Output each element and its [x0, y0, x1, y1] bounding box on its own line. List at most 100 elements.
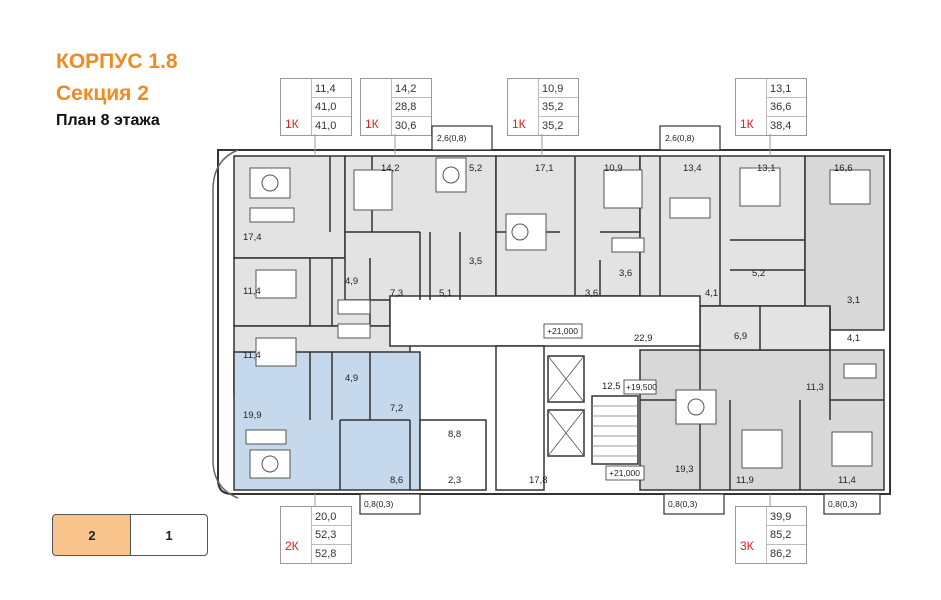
divider — [766, 79, 767, 135]
apt-type: 1К — [512, 117, 526, 131]
apt-value: 85,2 — [770, 529, 792, 541]
divider — [538, 116, 578, 117]
room-area: 16,6 — [834, 163, 853, 174]
room-area: 5,2 — [469, 163, 482, 174]
divider — [766, 507, 767, 563]
divider — [311, 97, 351, 98]
apt-value: 10,9 — [542, 83, 564, 95]
room-area: 17,8 — [529, 475, 548, 486]
room-area: 3,6 — [619, 268, 632, 279]
room-area: 5,2 — [752, 268, 765, 279]
room-area: 11,3 — [806, 382, 824, 393]
divider — [311, 116, 351, 117]
apt-type: 2К — [285, 539, 299, 553]
curved-facade — [212, 149, 239, 499]
apt-value: 41,0 — [315, 120, 337, 132]
room-area: 8,8 — [448, 429, 461, 440]
apt-value: 11,4 — [315, 83, 336, 95]
apt-value: 30,6 — [395, 120, 417, 132]
room-area: 17,1 — [535, 163, 554, 174]
room-area: 4,9 — [345, 373, 358, 384]
room-area: 19,9 — [243, 410, 262, 421]
apt-value: 14,2 — [395, 83, 417, 95]
room-area: 4,1 — [847, 333, 860, 344]
room-area: 22,9 — [634, 333, 653, 344]
divider — [311, 544, 351, 545]
room-area: 4,9 — [345, 276, 358, 287]
divider — [311, 79, 312, 135]
building-title: КОРПУС 1.8 — [56, 50, 178, 73]
apt-type: 1К — [285, 117, 299, 131]
room-area: 7,2 — [390, 403, 403, 414]
divider — [538, 79, 539, 135]
room-area: 11,9 — [736, 475, 754, 486]
apt-value: 20,0 — [315, 511, 337, 523]
floor-title: План 8 этажа — [56, 112, 160, 129]
divider — [538, 97, 578, 98]
room-area: 11,4 — [243, 350, 261, 361]
room-area: 3,1 — [847, 295, 860, 306]
apt-value: 28,8 — [395, 101, 417, 113]
apt-info-6[interactable]: 3К 39,9 85,2 86,2 — [735, 506, 807, 564]
apt-value: 39,9 — [770, 511, 792, 523]
apt-value: 13,1 — [770, 83, 792, 95]
level-mark: +21,000 — [547, 326, 578, 336]
divider — [766, 544, 806, 545]
apt-info-3[interactable]: 1К 10,9 35,2 35,2 — [507, 78, 579, 136]
room-area: 13,4 — [683, 163, 702, 174]
room-area: 2,3 — [448, 475, 461, 486]
apt-info-1[interactable]: 1К 11,4 41,0 41,0 — [280, 78, 352, 136]
utility-room — [419, 419, 487, 491]
apt-value: 52,3 — [315, 529, 337, 541]
divider — [391, 79, 392, 135]
apt-value: 86,2 — [770, 548, 792, 560]
room-area: 11,4 — [243, 286, 261, 297]
apt-info-2[interactable]: 1К 14,2 28,8 30,6 — [360, 78, 432, 136]
apt-info-4[interactable]: 1К 13,1 36,6 38,4 — [735, 78, 807, 136]
room-area: 4,1 — [705, 288, 718, 299]
divider — [391, 97, 431, 98]
room-area: 19,3 — [675, 464, 694, 475]
divider — [766, 97, 806, 98]
room-area: 3,5 — [469, 256, 482, 267]
room-area: 14,2 — [381, 163, 400, 174]
apt-type: 3К — [740, 539, 754, 553]
room-area: 10,9 — [604, 163, 623, 174]
divider — [311, 507, 312, 563]
apt-type: 1К — [740, 117, 754, 131]
lobby — [495, 345, 545, 491]
apt-value: 41,0 — [315, 101, 337, 113]
room-area: 13,1 — [757, 163, 776, 174]
apt-value: 35,2 — [542, 120, 564, 132]
level-mark: +19,500 — [626, 382, 657, 392]
balcony-label: 2,6(0,8) — [665, 133, 694, 143]
apt-value: 38,4 — [770, 120, 792, 132]
corridor — [389, 295, 701, 347]
divider — [766, 116, 806, 117]
room-area: 3,6 — [585, 288, 598, 299]
room-area: 12,5 — [602, 381, 621, 392]
room-area: 17,4 — [243, 232, 262, 243]
divider — [391, 116, 431, 117]
balcony-label: 0,8(0,3) — [364, 499, 393, 509]
apt-value: 36,6 — [770, 101, 792, 113]
room-area: 8,6 — [390, 475, 403, 486]
room-area: 7,3 — [390, 288, 403, 299]
balcony-label: 0,8(0,3) — [828, 499, 857, 509]
balconies — [359, 125, 881, 515]
room-area: 11,4 — [838, 475, 856, 486]
divider — [766, 525, 806, 526]
apt-info-5[interactable]: 2К 20,0 52,3 52,8 — [280, 506, 352, 564]
balcony-label: 2,6(0,8) — [437, 133, 466, 143]
apt-value: 52,8 — [315, 548, 337, 560]
level-mark: +21,000 — [609, 468, 640, 478]
balcony-label: 0,8(0,3) — [668, 499, 697, 509]
divider — [311, 525, 351, 526]
section-2-button[interactable]: 2 — [52, 514, 132, 556]
hall-zone — [699, 305, 831, 351]
stairs — [591, 395, 639, 465]
room-labels: 17,4 11,4 4,9 7,3 11,4 4,9 19,9 7,2 8,6 … — [243, 163, 860, 486]
furniture — [245, 157, 877, 479]
section-1-button[interactable]: 1 — [130, 514, 208, 556]
